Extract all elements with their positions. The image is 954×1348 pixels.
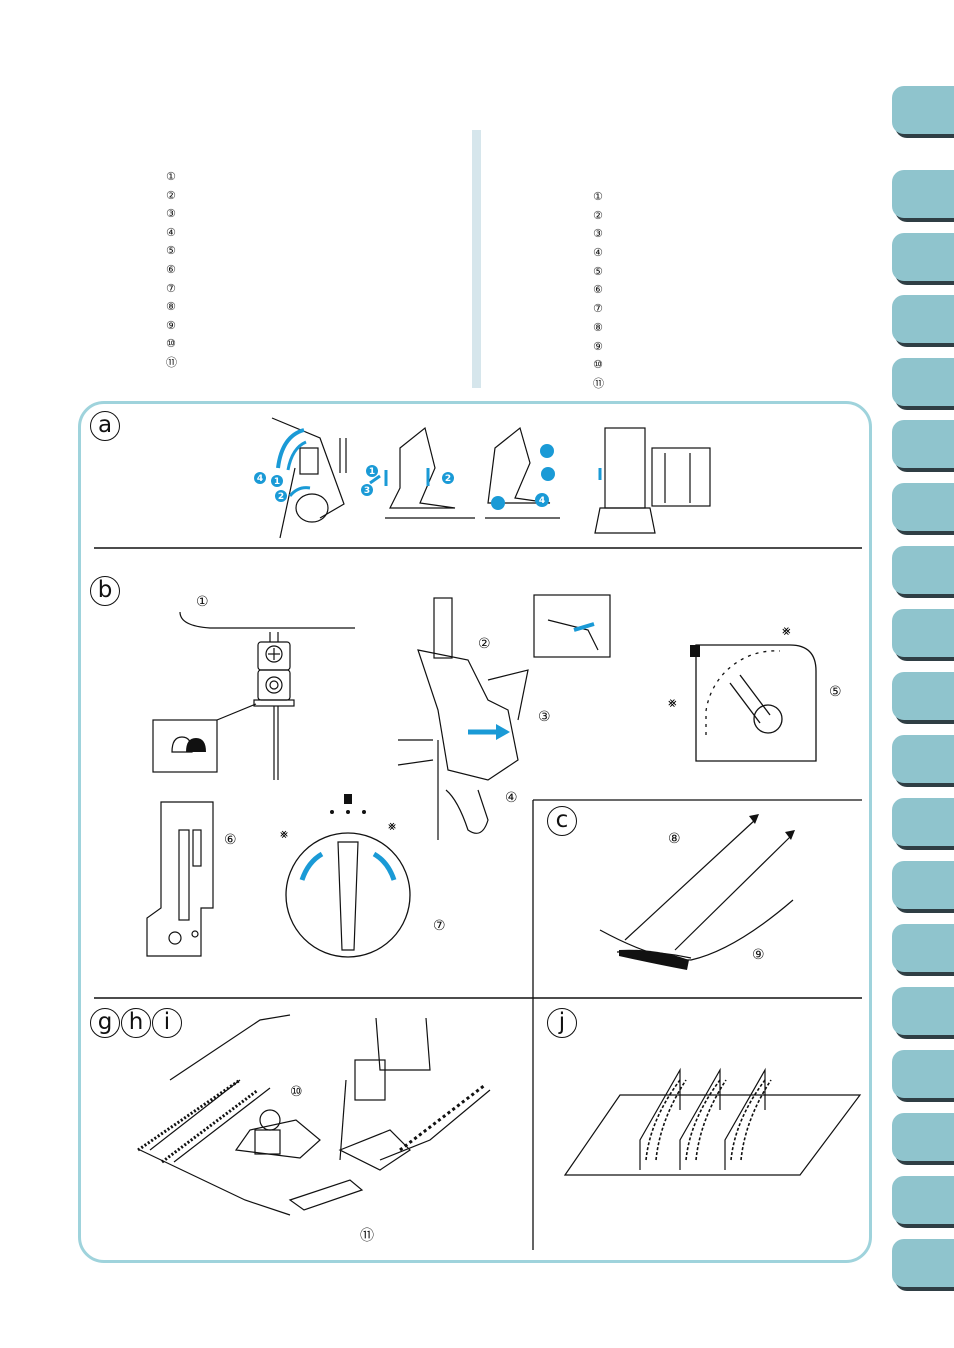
step-number: 2 (445, 474, 451, 484)
list-item: ⑦ (166, 281, 176, 295)
side-tab[interactable] (892, 86, 954, 134)
side-tab[interactable] (892, 295, 954, 343)
list-item: ⑤ (593, 264, 603, 278)
step-number: 4 (539, 496, 545, 506)
fabric-feed-illustration (599, 814, 795, 970)
callout-1: ① (196, 594, 209, 610)
side-tab[interactable] (892, 861, 954, 909)
stitch-length-dial: ⨳ ⨳ (280, 794, 411, 958)
illustration-panel (78, 401, 872, 1263)
left-callout-list: ① ② ③ ④ ⑤ ⑥ ⑦ ⑧ ⑨ ⑩ ⑪ (166, 168, 177, 373)
looper-illustration (397, 594, 611, 840)
section-badge-b: b (90, 576, 120, 606)
right-callout-list: ① ② ③ ④ ⑤ ⑥ ⑦ ⑧ ⑨ ⑩ ⑪ (593, 188, 604, 394)
callout-9: ⑨ (752, 947, 765, 963)
needle-plate-illustration (146, 801, 214, 957)
list-item: ⑪ (593, 376, 604, 390)
side-tab[interactable] (892, 609, 954, 657)
column-divider (472, 130, 481, 388)
side-tab[interactable] (892, 546, 954, 594)
side-tab[interactable] (892, 1239, 954, 1287)
step-number: 1 (274, 477, 280, 487)
step-number: 1 (369, 467, 375, 477)
callout-10: ⑩ (290, 1084, 303, 1100)
list-item: ③ (166, 207, 176, 221)
side-tab[interactable] (892, 672, 954, 720)
list-item: ① (593, 190, 603, 203)
section-badge-c: c (547, 806, 577, 836)
section-badge-j: j (547, 1008, 577, 1038)
side-tab[interactable] (892, 1113, 954, 1161)
list-item: ⑥ (593, 283, 603, 297)
presser-foot-attachment-illustration (137, 1014, 491, 1216)
callout-8: ⑧ (668, 831, 681, 847)
list-item: ② (593, 208, 603, 222)
side-tab[interactable] (892, 420, 954, 468)
callout-3: ③ (538, 709, 551, 725)
callout-5: ⑤ (829, 684, 842, 700)
stitch-icon: ⨳ (388, 819, 396, 834)
callout-6: ⑥ (224, 832, 237, 848)
callout-4: ④ (505, 790, 518, 806)
list-item: ⑥ (166, 262, 176, 276)
list-item: ⑤ (166, 244, 176, 258)
list-item: ③ (593, 227, 603, 241)
list-item: ⑧ (166, 300, 176, 314)
side-tab[interactable] (892, 233, 954, 281)
list-item: ⑪ (166, 355, 177, 369)
stitch-icon: ⨳ (280, 827, 288, 842)
list-item: ⑨ (166, 318, 176, 332)
step-number: 2 (278, 492, 284, 502)
list-item: ④ (593, 246, 603, 260)
side-tab[interactable] (892, 798, 954, 846)
stitch-icon: ⨳ (668, 695, 677, 711)
stitch-icon: ⨳ (782, 623, 791, 639)
side-tab[interactable] (892, 170, 954, 218)
pintuck-fabric-illustration (563, 1067, 862, 1176)
section-badge-g: g (90, 1008, 120, 1038)
list-item: ⑦ (593, 302, 603, 316)
side-tab[interactable] (892, 1050, 954, 1098)
list-item: ④ (166, 225, 176, 239)
side-tab[interactable] (892, 924, 954, 972)
side-tab[interactable] (892, 358, 954, 406)
step-number: 3 (364, 486, 370, 496)
step-number: 4 (257, 474, 263, 484)
side-tab[interactable] (892, 1176, 954, 1224)
side-tab[interactable] (892, 987, 954, 1035)
callout-7: ⑦ (433, 918, 446, 934)
callout-11: ⑪ (360, 1228, 374, 1244)
callout-2: ② (478, 636, 491, 652)
section-badge-i: i (152, 1008, 182, 1038)
list-item: ⑩ (166, 337, 176, 351)
side-tab[interactable] (892, 483, 954, 531)
list-item: ② (166, 188, 176, 202)
stitch-selector-dial: ⨳ ⨳ (668, 623, 817, 762)
needle-clamp-illustration (152, 611, 355, 780)
list-item: ⑧ (593, 320, 603, 334)
section-badge-h: h (121, 1008, 151, 1038)
section-badge-a: a (90, 411, 120, 441)
list-item: ① (166, 170, 176, 183)
list-item: ⑩ (593, 358, 603, 372)
section-a-illustration: 4 1 2 1 2 3 4 (254, 417, 711, 539)
list-item: ⑨ (593, 339, 603, 353)
side-tab[interactable] (892, 735, 954, 783)
